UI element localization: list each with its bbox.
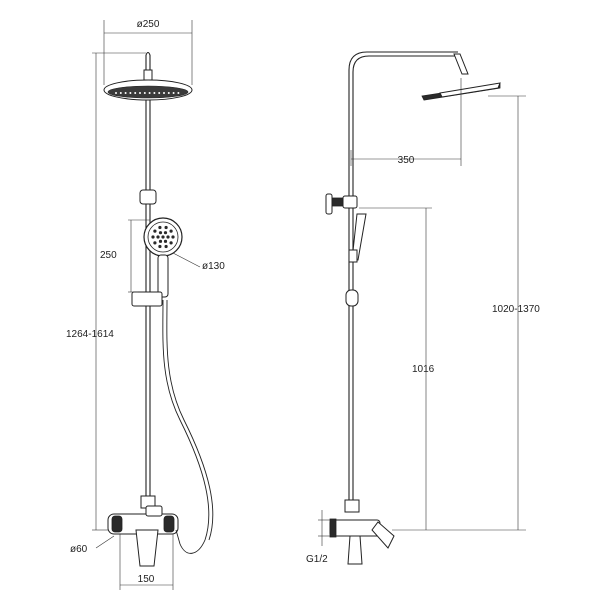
hand-nozzle bbox=[156, 235, 160, 239]
dim-arm-reach: 350 bbox=[398, 155, 415, 166]
dim-handset-leader bbox=[172, 252, 201, 268]
rain-nozzle bbox=[148, 92, 151, 94]
rain-nozzle bbox=[163, 92, 165, 94]
front-head-connector bbox=[143, 69, 153, 81]
rain-nozzle bbox=[167, 92, 170, 94]
rain-nozzle bbox=[143, 92, 146, 94]
side-slider bbox=[345, 289, 359, 307]
hand-nozzle bbox=[169, 229, 173, 233]
front-mixer bbox=[107, 505, 179, 567]
side-pipe-inner bbox=[352, 55, 458, 505]
hand-nozzle bbox=[158, 225, 162, 230]
side-rain-head-top bbox=[439, 82, 501, 98]
rain-nozzle bbox=[134, 92, 137, 94]
side-hand-shower bbox=[351, 213, 367, 261]
dim-total-height: 1264-1614 bbox=[66, 329, 114, 340]
hand-nozzle bbox=[158, 244, 162, 249]
side-mixer-lever bbox=[371, 521, 395, 549]
dim-handset-spacing: 250 bbox=[100, 250, 117, 261]
rain-nozzle bbox=[177, 92, 180, 94]
rain-nozzle bbox=[158, 92, 161, 94]
side-mixer-spout bbox=[347, 535, 363, 565]
front-rain-head bbox=[103, 79, 193, 101]
hand-nozzle bbox=[153, 241, 157, 245]
dim-mixer-spacing: 150 bbox=[138, 574, 155, 585]
hand-nozzle bbox=[161, 235, 165, 239]
hand-nozzle bbox=[151, 235, 155, 239]
front-slider-holder bbox=[131, 291, 163, 307]
rain-nozzle bbox=[119, 92, 122, 94]
front-upper-clamp bbox=[139, 189, 157, 205]
hand-nozzle bbox=[169, 241, 173, 245]
hand-nozzle bbox=[164, 225, 168, 230]
rain-nozzle bbox=[129, 92, 132, 94]
side-pipe-outer bbox=[348, 51, 458, 505]
dim-head-diameter: ø250 bbox=[137, 19, 160, 30]
front-view: ø250 250 ø130 1264-1614 ø60 150 bbox=[66, 19, 225, 590]
hand-nozzle bbox=[163, 231, 168, 235]
side-view: 350 1020-1370 1016 G1/2 bbox=[306, 51, 540, 565]
hand-nozzle bbox=[153, 229, 157, 233]
front-hand-shower bbox=[143, 217, 183, 298]
side-diverter bbox=[325, 193, 358, 215]
hand-nozzle bbox=[163, 239, 168, 243]
front-pipe-cap bbox=[145, 51, 151, 56]
side-diverter-knob bbox=[325, 193, 333, 215]
side-lower-joint bbox=[344, 499, 360, 513]
hand-nozzle bbox=[158, 239, 163, 243]
rain-nozzle bbox=[115, 92, 117, 94]
rain-nozzle bbox=[139, 92, 141, 94]
front-hose-inner bbox=[166, 299, 214, 541]
rain-nozzle bbox=[153, 92, 156, 94]
side-mixer bbox=[329, 518, 395, 565]
front-mixer-spout bbox=[135, 529, 159, 567]
dim-adjustable-height: 1020-1370 bbox=[492, 304, 540, 315]
rain-nozzle bbox=[172, 92, 175, 94]
hand-nozzle bbox=[164, 244, 168, 249]
hand-nozzle bbox=[171, 235, 175, 239]
dim-rail-height: 1016 bbox=[412, 364, 435, 375]
front-hose bbox=[162, 299, 210, 554]
dim-pipe-diameter: ø60 bbox=[70, 544, 88, 555]
side-hand-holder bbox=[348, 249, 358, 263]
hand-nozzle bbox=[158, 231, 163, 235]
hand-nozzle bbox=[166, 235, 170, 239]
side-head-joint bbox=[453, 53, 469, 75]
front-mixer-lever bbox=[145, 505, 163, 517]
rain-nozzle bbox=[124, 92, 127, 94]
dim-inlet-thread: G1/2 bbox=[306, 554, 328, 565]
dim-pipe-leader bbox=[95, 535, 115, 549]
front-hand-shower-grip bbox=[157, 254, 169, 298]
dim-handset-diameter: ø130 bbox=[202, 261, 225, 272]
